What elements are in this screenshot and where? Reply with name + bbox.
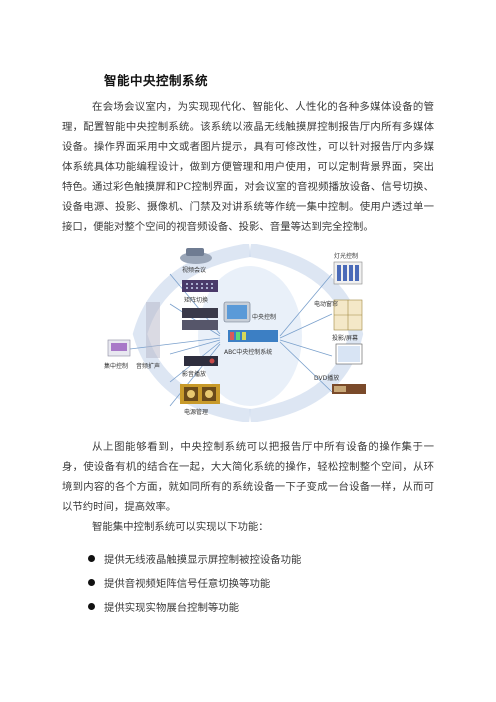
power-device: 电源管理 [180,384,220,416]
features-intro: 智能集中控制系统可以实现以下功能： [92,521,269,533]
control-paragraph: 通过彩色触摸屏和PC控制界面，对会议室的音视频播放设备、信号切换、设备电源、投影… [62,181,434,233]
summary-paragraph: 从上图能够看到，中央控制系统可以把报告厅中所有设备的操作集于一身，使设备有机的结… [62,441,434,513]
label-abc-system: ABC中央控制系统 [224,348,272,356]
right-arc [248,244,364,422]
system-diagram: 视频会议 矩阵切换 集中控制 音频扩声 影音播放 [104,244,366,422]
bullet-icon [88,603,95,610]
curtain-device: 电动窗帘 [314,299,363,331]
label-lighting: 灯光控制 [334,252,358,260]
label-screen: 投影/屏幕 [332,334,358,342]
feature-list: 提供无线液晶触摸显示屏控制被控设备功能 提供音视频矩阵信号任意切换等功能 提供实… [88,548,301,620]
label-dvd: DVD播放 [314,374,339,382]
matrix-switcher-device: 矩阵切换 [182,280,218,304]
label-video-conference: 视频会议 [182,266,206,274]
feature-text: 提供无线液晶触摸显示屏控制被控设备功能 [104,554,302,566]
label-audio: 音频扩声 [136,362,160,370]
screen-device: 投影/屏幕 [332,334,363,365]
label-matrix: 矩阵切换 [184,296,208,304]
player-device: 影音播放 [182,356,218,378]
label-curtain: 电动窗帘 [314,300,338,308]
audio-device: 音频扩声 [136,302,218,370]
label-center-control: 中央控制 [252,313,276,321]
label-central: 集中控制 [104,362,128,370]
feature-item: 提供无线液晶触摸显示屏控制被控设备功能 [88,548,301,572]
bullet-icon [88,555,95,562]
feature-item: 提供音视频矩阵信号任意切换等功能 [88,572,301,596]
central-control-unit: 中央控制 ABC中央控制系统 [223,301,278,356]
bullet-icon [88,579,95,586]
label-player: 影音播放 [182,370,206,378]
lighting-device: 灯光控制 [333,252,363,285]
dvd-device: DVD播放 [314,374,366,394]
page-title: 智能中央控制系统 [104,73,209,88]
feature-item: 提供实现实物展台控制等功能 [88,596,301,620]
feature-text: 提供音视频矩阵信号任意切换等功能 [104,578,271,590]
video-conference-device: 视频会议 [180,248,212,274]
intro-paragraph: 在会场会议室内，为实现现代化、智能化、人性化的各种多媒体设备的管理，配置智能中央… [62,101,434,193]
central-controller-device: 集中控制 [104,339,131,370]
label-power: 电源管理 [184,408,208,416]
feature-text: 提供实现实物展台控制等功能 [104,602,240,614]
